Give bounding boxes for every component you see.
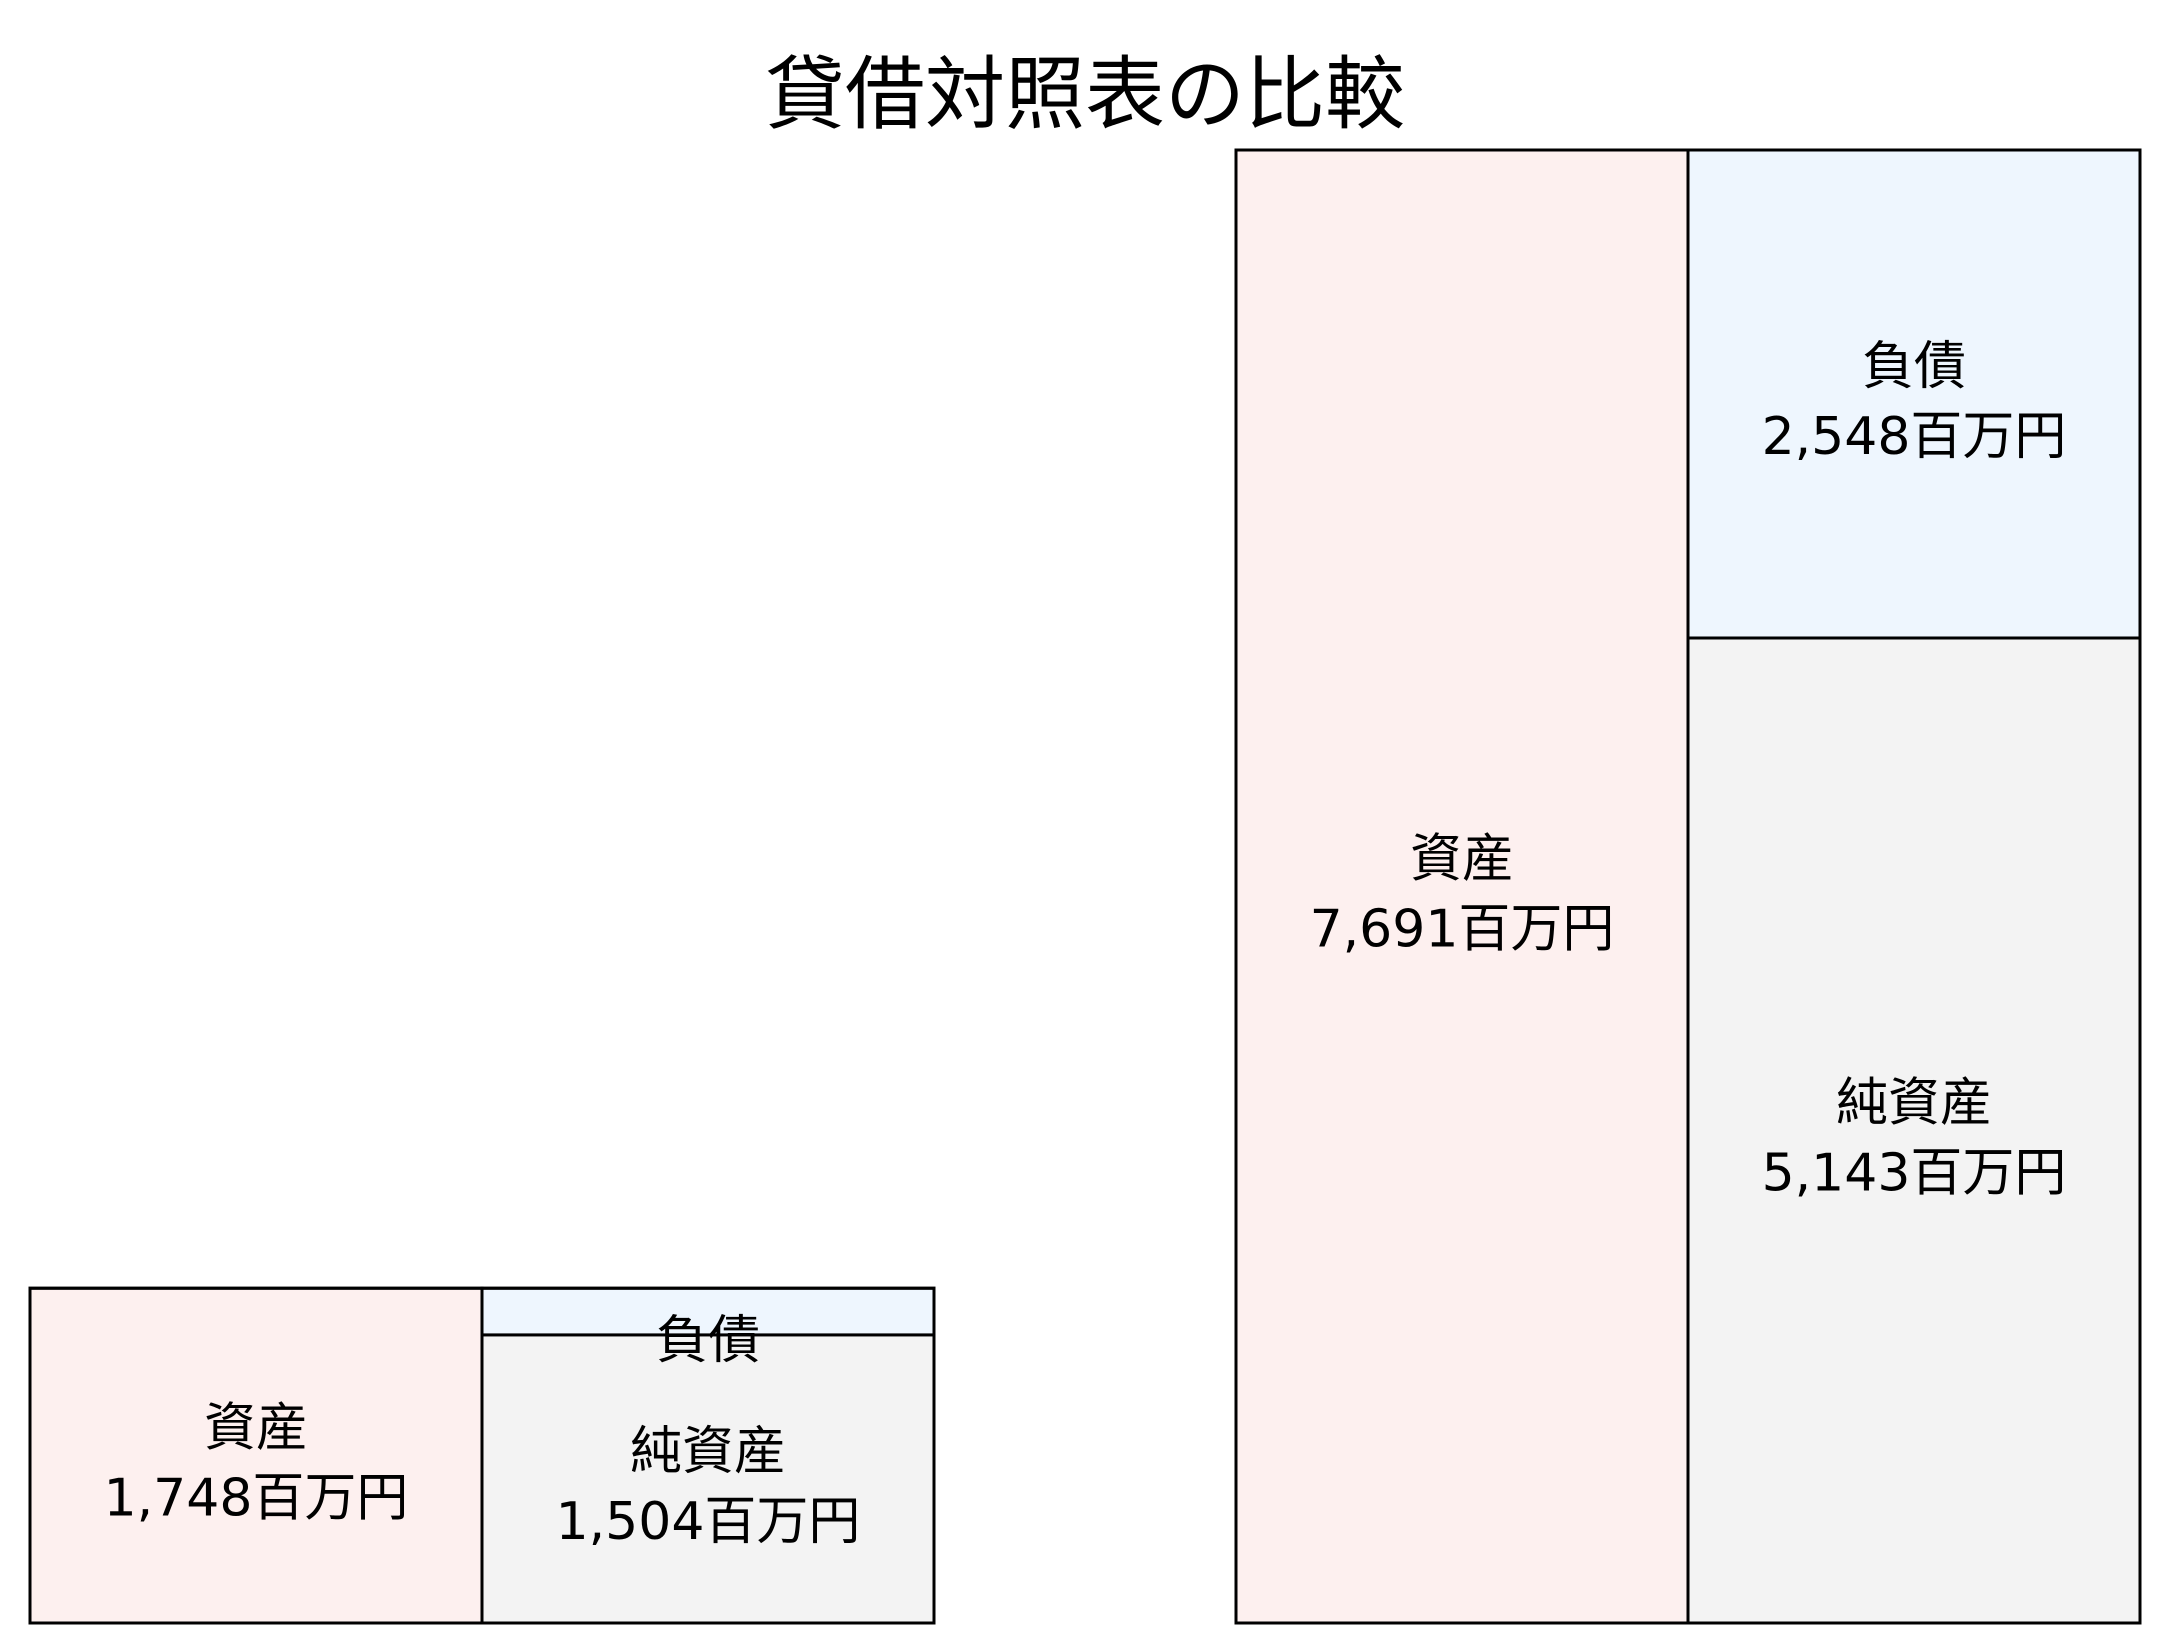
- net-assets-value-2: 5,143百万円: [1762, 1143, 2067, 1203]
- balance-sheet-frame-2: [1234, 148, 2142, 1625]
- net-assets-block-2: [1686, 636, 2142, 1625]
- liabilities-label-1: 負債: [656, 1311, 760, 1371]
- assets-label-1: 資産: [204, 1399, 308, 1459]
- balance-sheet-frame-1: [28, 1286, 936, 1625]
- assets-value-2: 7,691百万円: [1310, 900, 1615, 960]
- net-assets-label-2: 純資産: [1836, 1073, 1992, 1133]
- plot-area: 資産1,748百万円負債244百万円純資産1,504百万円資産7,691百万円負…: [28, 148, 2142, 1625]
- net-assets-value-1: 1,504百万円: [556, 1492, 861, 1552]
- chart-title: 貸借対照表の比較: [765, 48, 1405, 141]
- net-assets-block-1: [480, 1333, 936, 1625]
- liabilities-value-2: 2,548百万円: [1762, 407, 2067, 467]
- assets-label-2: 資産: [1410, 830, 1514, 890]
- assets-block-1: [28, 1286, 484, 1625]
- net-assets-label-1: 純資産: [630, 1422, 786, 1482]
- assets-value-1: 1,748百万円: [104, 1469, 409, 1529]
- liabilities-label-2: 負債: [1862, 337, 1966, 397]
